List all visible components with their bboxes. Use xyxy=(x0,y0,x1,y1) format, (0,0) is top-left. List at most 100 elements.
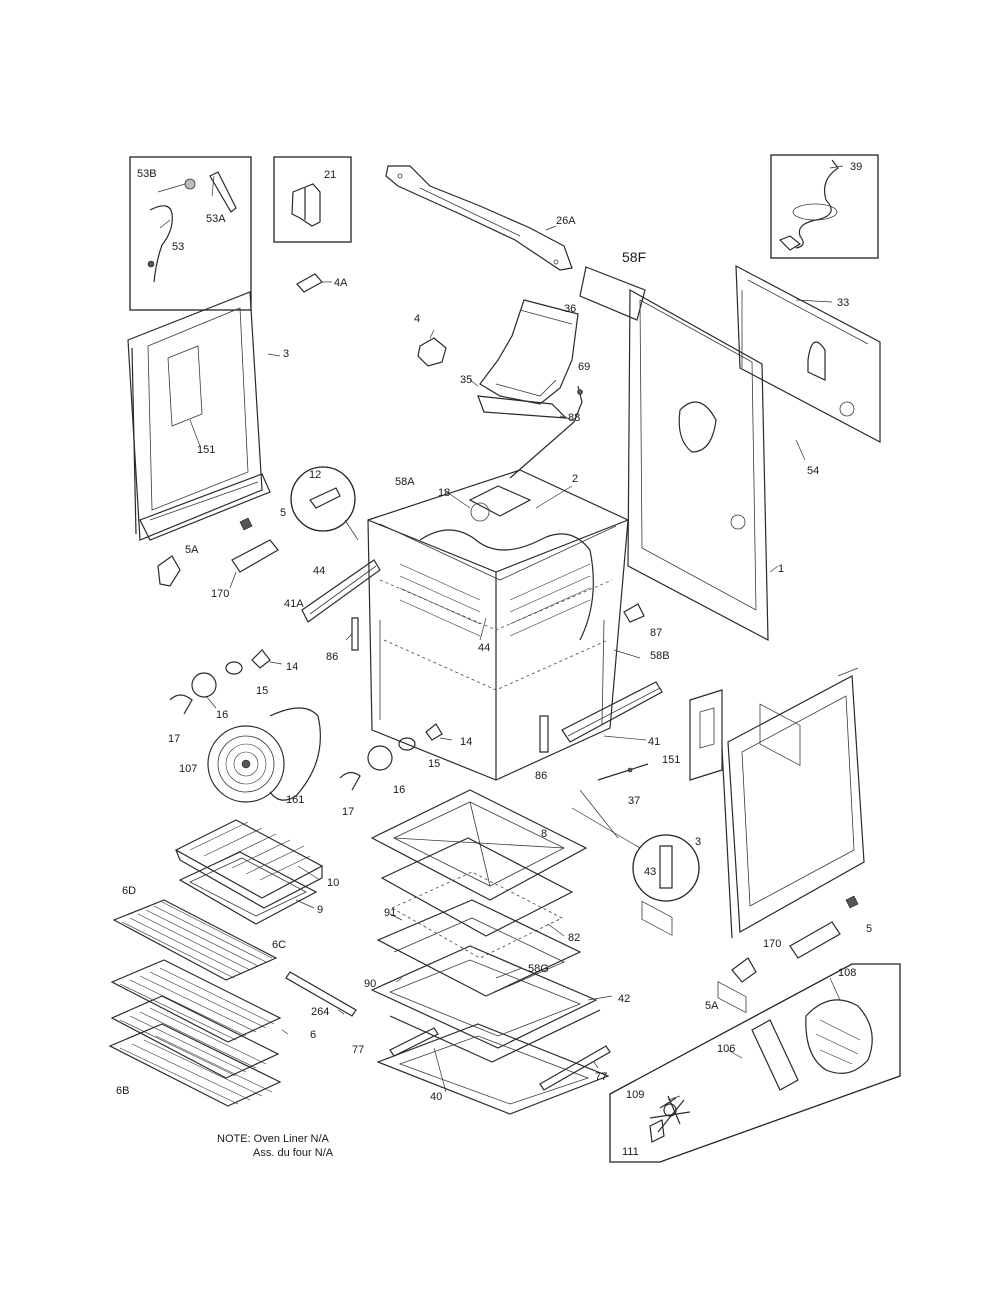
right-oven-door xyxy=(721,667,865,939)
part-58F-label xyxy=(579,266,646,321)
oven-rack-6B xyxy=(108,1023,282,1107)
label-1: 1 xyxy=(778,563,784,575)
label-264: 264 xyxy=(311,1006,329,1018)
label-41: 41 xyxy=(648,736,660,748)
label-111: 111 xyxy=(622,1146,639,1158)
part-170-hinge-left xyxy=(229,539,279,589)
part-41-rail xyxy=(561,681,663,743)
label-77-right: 77 xyxy=(595,1071,607,1083)
label-14-upper: 14 xyxy=(286,661,298,673)
label-58A: 58A xyxy=(395,476,415,488)
label-16-lower: 16 xyxy=(393,784,405,796)
oven-rack-6C xyxy=(110,959,282,1043)
part-77-strip-right xyxy=(539,1045,611,1091)
footnote: NOTE: Oven Liner N/A Ass. du four N/A xyxy=(217,1132,333,1160)
part-5A-hinge-left xyxy=(157,555,181,587)
leader-lines xyxy=(157,165,844,1101)
oven-rack-6D xyxy=(112,899,278,981)
label-33: 33 xyxy=(837,297,849,309)
label-91: 91 xyxy=(384,907,396,919)
label-36: 36 xyxy=(564,303,576,315)
label-5-left: 5 xyxy=(280,507,286,519)
label-9: 9 xyxy=(317,904,323,916)
part-91-82-layers xyxy=(376,837,582,997)
label-58B: 58B xyxy=(650,650,670,662)
callout-circle-12 xyxy=(290,466,359,541)
label-170-left: 170 xyxy=(211,588,229,600)
label-15-lower: 15 xyxy=(428,758,440,770)
label-43: 43 xyxy=(644,866,656,878)
part-5A-hinge-right xyxy=(731,957,757,983)
label-17-upper: 17 xyxy=(168,733,180,745)
label-40: 40 xyxy=(430,1091,442,1103)
part-41A-rail xyxy=(301,559,381,623)
part-33-back-panel xyxy=(735,264,881,766)
lamp-group-upper xyxy=(169,649,271,715)
part-151-hinge-right xyxy=(689,689,723,781)
part-87-clip xyxy=(623,603,645,623)
label-86-left: 86 xyxy=(326,651,338,663)
part-107-fan-cover xyxy=(207,725,285,803)
inset-box-convection-fan xyxy=(609,963,901,1163)
label-5A-right: 5A xyxy=(705,1000,719,1012)
part-26A-bracket xyxy=(385,165,573,271)
footnote-line-1: NOTE: Oven Liner N/A xyxy=(217,1133,329,1145)
label-4A: 4A xyxy=(334,277,348,289)
oven-rack-6 xyxy=(110,995,280,1079)
label-69: 69 xyxy=(578,361,590,373)
label-3-left: 3 xyxy=(283,348,289,360)
part-35-plate xyxy=(477,395,568,419)
label-18: 18 xyxy=(438,487,450,499)
label-41A: 41A xyxy=(284,598,304,610)
label-151-left: 151 xyxy=(197,444,215,456)
part-40-base xyxy=(376,1023,610,1115)
inset-box-thermostat-probe xyxy=(129,156,252,311)
label-77-left: 77 xyxy=(352,1044,364,1056)
label-15-upper: 15 xyxy=(256,685,268,697)
part-36-vent-duct xyxy=(479,299,579,405)
label-5-right: 5 xyxy=(866,923,872,935)
label-39: 39 xyxy=(850,161,862,173)
label-54: 54 xyxy=(807,465,819,477)
label-12: 12 xyxy=(309,469,321,481)
label-6: 6 xyxy=(310,1029,316,1041)
part-264-bar xyxy=(285,971,357,1017)
label-106: 106 xyxy=(717,1043,735,1055)
label-58F: 58F xyxy=(622,249,646,265)
part-1-side-panel xyxy=(627,288,769,1014)
label-58G: 58G xyxy=(528,963,549,975)
part-37-rod xyxy=(597,763,649,781)
label-5A-left: 5A xyxy=(185,544,199,556)
part-4A-clip xyxy=(296,273,323,293)
label-42: 42 xyxy=(618,993,630,1005)
inset-box-power-cord xyxy=(770,154,879,259)
part-86-bracket-left xyxy=(351,617,359,651)
label-10: 10 xyxy=(327,877,339,889)
part-5-screw-left xyxy=(239,517,253,531)
label-90: 90 xyxy=(364,978,376,990)
label-44-upper: 44 xyxy=(313,565,325,577)
part-170-hinge-right xyxy=(789,921,841,959)
part-4-switch xyxy=(417,337,447,367)
oven-cavity-frame xyxy=(367,469,629,781)
label-17-lower: 17 xyxy=(342,806,354,818)
label-82: 82 xyxy=(568,932,580,944)
label-8: 8 xyxy=(541,828,547,840)
part-10-broil-pan xyxy=(174,819,324,909)
label-109: 109 xyxy=(626,1089,644,1101)
label-151-right: 151 xyxy=(662,754,680,766)
label-87: 87 xyxy=(650,627,662,639)
label-26A: 26A xyxy=(556,215,576,227)
label-6B: 6B xyxy=(116,1085,129,1097)
part-69-sensor xyxy=(509,385,583,479)
label-88: 88 xyxy=(568,412,580,424)
part-86-bracket-right xyxy=(539,715,549,753)
label-6D: 6D xyxy=(122,885,136,897)
lamp-group-lower xyxy=(339,723,443,791)
part-9-broil-tray xyxy=(178,851,318,925)
inset-box-part-21 xyxy=(273,156,352,243)
label-53: 53 xyxy=(172,241,184,253)
label-161: 161 xyxy=(286,794,304,806)
label-170-right: 170 xyxy=(763,938,781,950)
